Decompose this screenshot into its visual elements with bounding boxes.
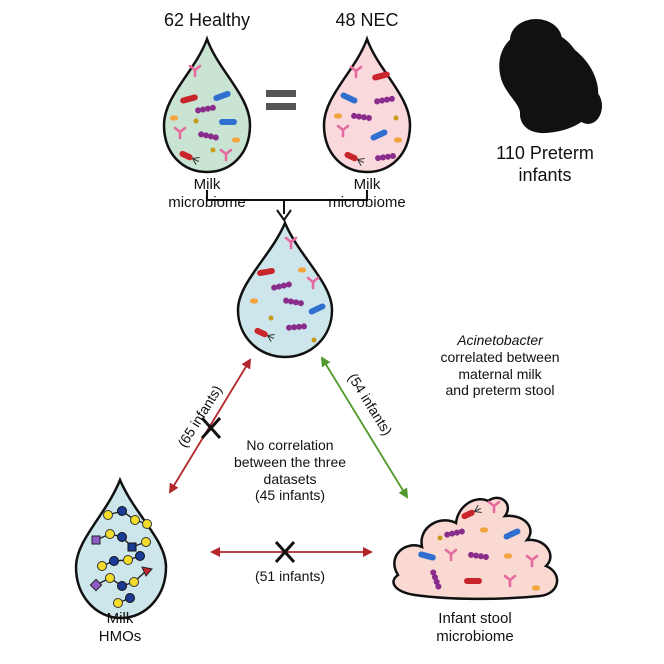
note-line: correlated between	[440, 348, 560, 365]
title-healthy: 62 Healthy	[163, 10, 251, 30]
label-line: HMOs	[98, 628, 142, 645]
note-line: No correlation	[246, 437, 334, 453]
milk-drop-icon	[236, 219, 334, 359]
note-line: and preterm stool	[445, 382, 555, 399]
edge-bottom-label: (51 infants)	[254, 568, 326, 584]
preterm-label: 110 Preterm infants	[470, 143, 620, 186]
note-line: between the three	[233, 453, 347, 470]
edge-milk-stool	[320, 356, 409, 499]
label-line: microbiome	[328, 194, 406, 211]
hmo-label: Milk HMOs	[70, 610, 170, 646]
label-line: 110 Preterm	[496, 143, 594, 163]
milk-drop-icon	[322, 35, 412, 174]
milk-drop-icon	[162, 35, 252, 174]
genus-name: Acinetobacter	[457, 332, 543, 348]
cross-icon	[274, 540, 296, 564]
label-line: Milk	[193, 176, 221, 193]
label-line: infants	[518, 164, 572, 185]
acinetobacter-note: Acinetobacter correlated between materna…	[405, 332, 595, 399]
label-line: microbiome	[168, 194, 246, 211]
note-line: (45 infants)	[254, 487, 326, 504]
fetus-silhouette-icon	[499, 19, 602, 134]
milk-drop-icon	[74, 476, 168, 620]
label-line: Milk	[106, 610, 134, 627]
hmo-glycan-icon	[89, 506, 153, 608]
center-note: No correlation between the three dataset…	[220, 437, 360, 504]
stool-icon	[392, 496, 559, 601]
label-line: Infant stool	[438, 610, 512, 627]
milk-healthy-label: Milk microbiome	[147, 176, 267, 212]
label-line: Milk	[353, 176, 381, 193]
milk-nec-label: Milk microbiome	[307, 176, 427, 212]
cross-icon	[200, 416, 222, 440]
merge-bracket	[206, 190, 368, 222]
stool-label: Infant stool microbiome	[400, 610, 550, 646]
title-nec: 48 NEC	[335, 10, 399, 30]
equals-icon	[266, 90, 296, 110]
note-line: datasets	[263, 470, 317, 487]
label-line: microbiome	[436, 628, 514, 645]
note-line: maternal milk	[458, 365, 542, 382]
